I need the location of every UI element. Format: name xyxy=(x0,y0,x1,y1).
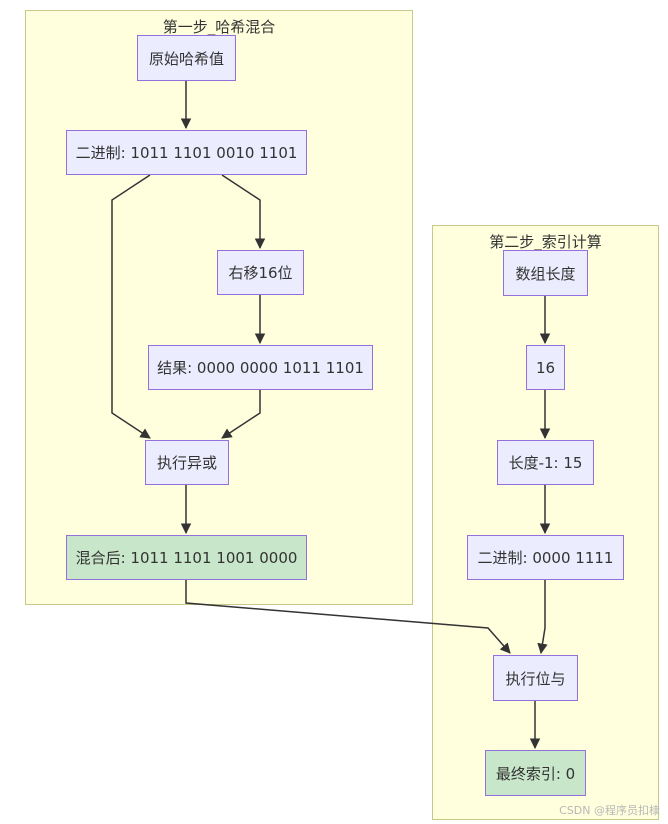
cluster-hash-mixing: 第一步_哈希混合 xyxy=(25,10,413,605)
edge-binary2-to-and xyxy=(537,580,548,655)
node-original-hash: 原始哈希值 xyxy=(137,35,236,81)
node-xor: 执行异或 xyxy=(145,440,229,485)
node-final-index: 最终索引: 0 xyxy=(485,750,586,796)
node-shift-16: 右移16位 xyxy=(217,250,304,295)
node-bitwise-and: 执行位与 xyxy=(493,655,578,701)
edge-result-to-xor xyxy=(221,390,261,439)
edge-mixed-to-and xyxy=(185,580,511,654)
node-shift-result: 结果: 0000 0000 1011 1101 xyxy=(148,345,373,390)
node-array-length: 数组长度 xyxy=(503,250,588,296)
cluster-index-calculation: 第二步_索引计算 xyxy=(432,225,659,820)
cluster-title-step1: 第一步_哈希混合 xyxy=(162,18,276,36)
node-sixteen: 16 xyxy=(526,345,565,390)
node-binary-mask: 二进制: 0000 1111 xyxy=(467,535,624,580)
cluster-title-step2: 第二步_索引计算 xyxy=(489,233,602,251)
edge-binary-to-shift xyxy=(221,174,266,250)
watermark: CSDN @程序员扣棣 xyxy=(559,804,660,817)
edge-binary-to-xor xyxy=(111,174,151,439)
node-mixed-result: 混合后: 1011 1101 1001 0000 xyxy=(66,535,307,580)
node-length-minus-one: 长度-1: 15 xyxy=(497,440,594,485)
node-binary: 二进制: 1011 1101 0010 1101 xyxy=(66,130,307,175)
